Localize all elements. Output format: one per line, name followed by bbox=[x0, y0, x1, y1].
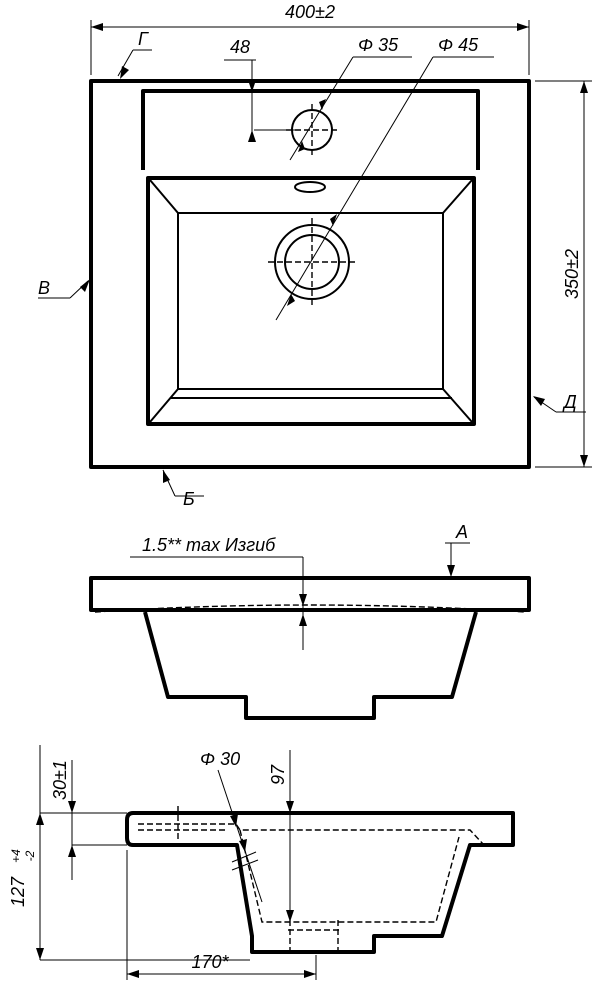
top-basin-outer bbox=[146, 176, 476, 426]
top-chamfer bbox=[442, 388, 473, 423]
side-outline bbox=[125, 811, 515, 954]
top-chamfer bbox=[149, 388, 179, 423]
depth-tol-upper: +4 bbox=[9, 849, 23, 863]
width-dim: 400±2 bbox=[285, 2, 335, 22]
view-label-d: Д bbox=[562, 392, 577, 412]
top-basin-inner bbox=[177, 212, 444, 390]
view-label-a: А bbox=[455, 522, 468, 542]
depth-tol-lower: -2 bbox=[23, 850, 37, 861]
drain-offset-dim: 170* bbox=[191, 952, 229, 972]
height-dim: 350±2 bbox=[562, 249, 582, 299]
bend-note: 1.5** max Изгиб bbox=[142, 535, 276, 555]
side-hidden-bottom bbox=[239, 829, 460, 923]
bowl-dim: 97 bbox=[268, 764, 288, 785]
front-bowl bbox=[143, 611, 478, 720]
side-view: 30±1 127 +4 -2 Φ 30 97 170* bbox=[8, 745, 515, 980]
top-chamfer bbox=[149, 179, 179, 214]
drain-dim: Φ 45 bbox=[438, 35, 479, 55]
view-label-g: Г bbox=[138, 29, 149, 49]
view-label-b: Б bbox=[183, 489, 195, 509]
overflow-slot bbox=[294, 181, 326, 193]
view-label-v: В bbox=[38, 278, 50, 298]
side-hidden-top bbox=[138, 823, 485, 846]
overflow-dim: Φ 30 bbox=[200, 749, 240, 769]
bend-line bbox=[94, 604, 526, 613]
offset-dim: 48 bbox=[230, 37, 250, 57]
drain-inner bbox=[284, 234, 340, 290]
tap-hole-dim: Φ 35 bbox=[358, 35, 399, 55]
top-view: 400±2 350±2 48 Φ 35 Φ 45 Г bbox=[38, 2, 592, 509]
front-slab bbox=[89, 576, 531, 612]
top-outline bbox=[89, 79, 531, 469]
depth-dim: 127 bbox=[8, 876, 28, 907]
top-back-deck bbox=[141, 89, 480, 170]
top-chamfer bbox=[442, 179, 473, 214]
rim-dim: 30±1 bbox=[50, 760, 70, 800]
front-view: 1.5** max Изгиб А bbox=[89, 522, 531, 720]
